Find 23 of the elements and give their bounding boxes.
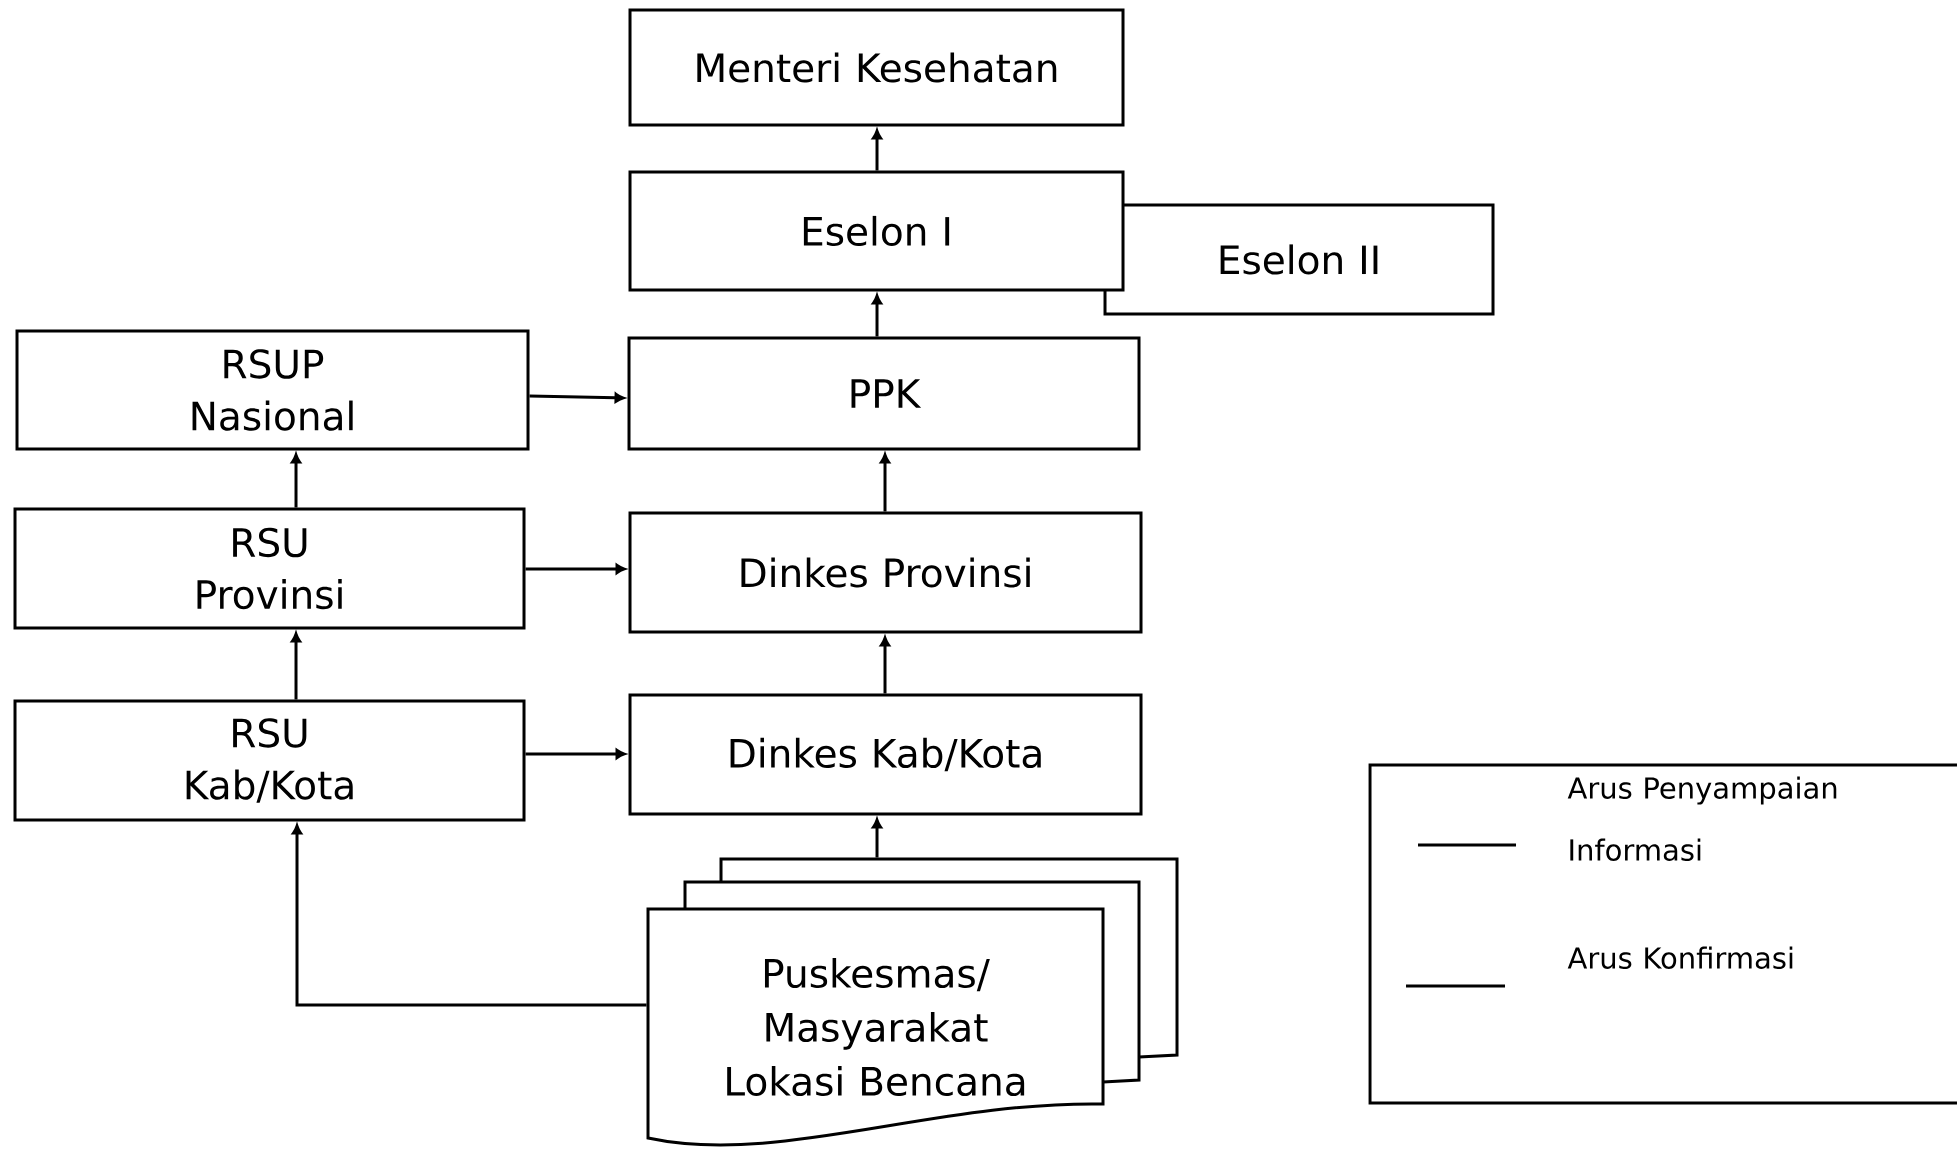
process-box: Eselon II <box>1103 203 1495 316</box>
process-box: Dinkes Provinsi <box>628 511 1143 634</box>
legend-label: Arus Penyampaian Informasi <box>1567 776 1837 861</box>
arrow <box>879 453 891 512</box>
arrow <box>525 748 626 760</box>
process-box: Menteri Kesehatan <box>628 8 1125 127</box>
process-box: Eselon I <box>628 170 1125 292</box>
arrow <box>525 563 626 575</box>
arrow <box>290 632 302 700</box>
arrow <box>529 392 625 403</box>
process-box: RSU Provinsi <box>13 507 526 630</box>
document-stack: Puskesmas/ Masyarakat Lokasi Bencana <box>646 857 1179 1147</box>
process-box: RSU Kab/Kota <box>13 699 526 822</box>
legend-label: Arus Konfirmasi <box>1567 946 1793 969</box>
process-box: Dinkes Kab/Kota <box>628 693 1143 816</box>
arrow <box>291 824 647 1007</box>
arrow <box>871 818 883 858</box>
process-box: PPK <box>627 336 1141 451</box>
arrow <box>290 453 302 508</box>
arrow <box>879 636 891 694</box>
arrow <box>871 129 883 171</box>
process-box: RSUP Nasional <box>15 329 530 451</box>
arrow <box>871 294 883 337</box>
